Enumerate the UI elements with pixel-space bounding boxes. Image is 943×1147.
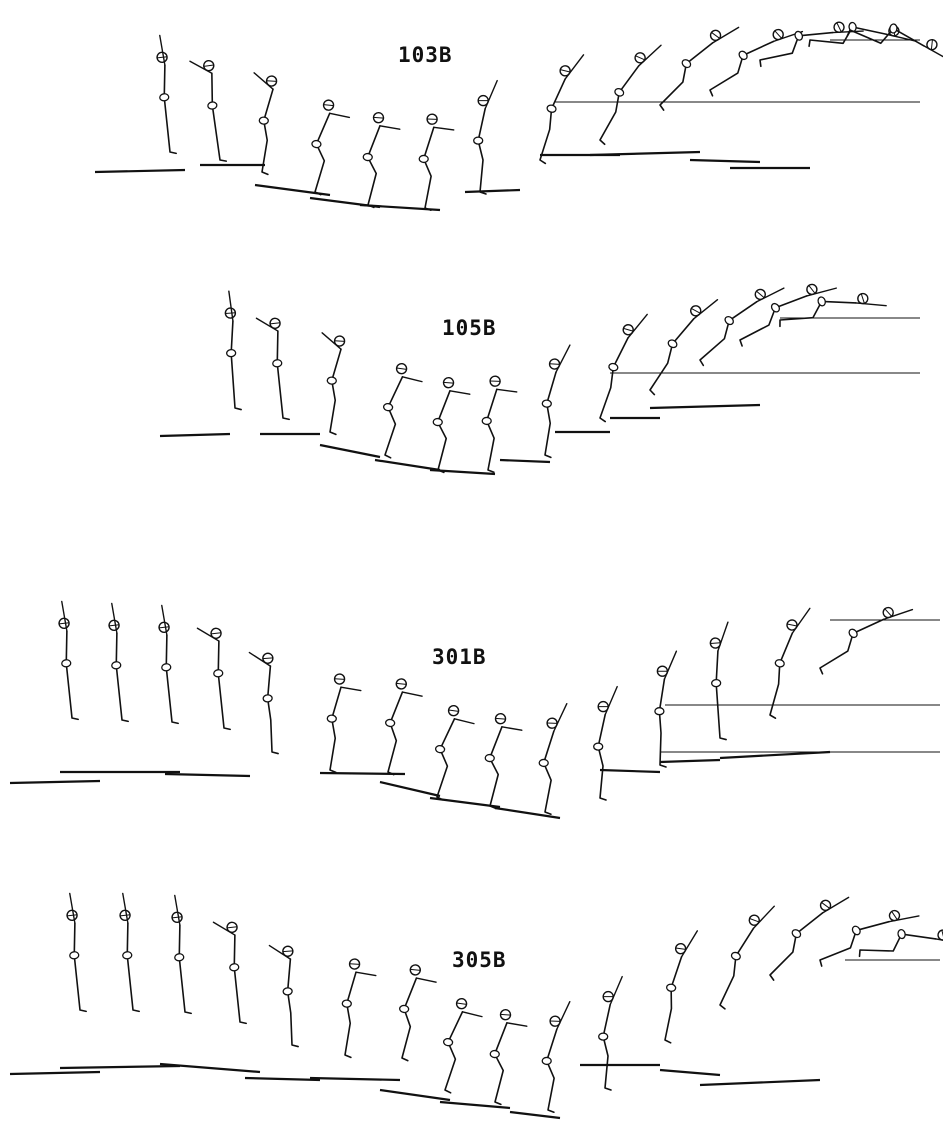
springboard-segment <box>245 1078 320 1080</box>
dive-label: 105B <box>442 316 497 340</box>
springboard-segment <box>465 190 520 192</box>
diver-stick-figure <box>324 673 362 773</box>
diver-stick-figure <box>653 12 739 117</box>
diver-stick-figure <box>655 651 677 767</box>
diver-stick-figure <box>417 114 454 211</box>
diver-stick-figure <box>307 99 351 197</box>
dive-label: 305B <box>452 948 507 972</box>
diver-stick-figure <box>733 267 836 355</box>
diver-stick-figure <box>540 1001 569 1113</box>
diver-stick-figure <box>155 605 179 725</box>
diver-stick-figure <box>430 377 471 474</box>
diver-stick-figure <box>105 603 129 723</box>
diver-stick-figure <box>594 687 618 800</box>
diver-stick-figure <box>247 73 277 175</box>
springboard-segment <box>495 808 560 818</box>
diver-stick-figure <box>394 964 437 1063</box>
diver-stick-figure <box>482 713 523 810</box>
diver-stick-figure <box>599 977 623 1090</box>
diver-stick-figure <box>537 703 566 815</box>
springboard-segment <box>380 1090 450 1100</box>
diver-stick-figure <box>153 35 177 155</box>
diver-stick-figure <box>480 376 517 473</box>
diver-stick-figure <box>707 622 736 740</box>
diver-stick-figure <box>713 898 774 1013</box>
springboard-segment <box>690 160 760 162</box>
springboard-segment <box>10 781 100 783</box>
diver-stick-figure <box>377 362 424 461</box>
diver-stick-figure <box>360 112 401 209</box>
diver-stick-figure <box>487 1009 528 1106</box>
diver-stick-figure <box>594 308 647 424</box>
diver-stick-figure <box>269 944 299 1048</box>
springboard-segment <box>510 1112 560 1118</box>
springboard-segment <box>720 752 830 758</box>
diver-stick-figure <box>213 920 247 1026</box>
diver-stick-figure <box>116 893 140 1013</box>
springboard-segment <box>600 770 660 772</box>
diver-stick-figure <box>249 651 279 755</box>
diver-stick-figure <box>55 601 79 721</box>
diver-stick-figure <box>643 289 717 400</box>
springboard-segment <box>660 760 720 762</box>
diver-stick-figure <box>437 997 484 1096</box>
springboard-segment <box>310 1078 400 1080</box>
diver-stick-figure <box>256 316 290 422</box>
springboard-segment <box>500 460 550 462</box>
diver-stick-figure <box>222 291 242 411</box>
diver-stick-figure <box>775 279 886 339</box>
springboard-segment <box>60 1066 180 1068</box>
springboard-segment <box>165 774 250 776</box>
diver-stick-figure <box>763 882 849 987</box>
springboard-segment <box>160 434 230 436</box>
springboard-segment <box>320 445 380 457</box>
panel-301b: 301B <box>10 590 940 818</box>
diver-stick-figure <box>429 704 476 803</box>
diver-stick-figure <box>534 49 584 166</box>
springboard-segment <box>160 1064 260 1072</box>
diver-stick-figure <box>539 343 570 458</box>
dive-label: 103B <box>398 43 453 67</box>
diver-stick-figure <box>754 5 863 78</box>
diver-stick-figure <box>168 895 192 1015</box>
springboard-segment <box>650 405 760 408</box>
diver-stick-figure <box>813 590 912 683</box>
diver-stick-figure <box>380 678 423 777</box>
diver-stick-figure <box>474 81 498 194</box>
diver-stick-figure <box>659 928 697 1045</box>
springboard-segment <box>700 1080 820 1085</box>
diver-stick-figure <box>339 958 377 1058</box>
springboard-segment <box>440 1102 510 1108</box>
springboard-segment <box>380 782 440 796</box>
springboard-segment <box>590 152 700 155</box>
springboard-segment <box>95 170 185 172</box>
diver-stick-figure <box>764 604 810 721</box>
panel-105b: 105B <box>160 267 920 474</box>
dive-label: 301B <box>432 645 487 669</box>
springboard-segment <box>375 460 440 470</box>
diver-stick-figure <box>315 333 345 435</box>
panel-103b: 103B <box>95 5 943 210</box>
diver-stick-figure <box>197 626 231 732</box>
springboard-segment <box>10 1072 100 1074</box>
diver-stick-figure <box>856 915 943 969</box>
diver-stick-figure <box>806 12 916 59</box>
diver-stick-figure <box>190 58 227 164</box>
diver-stick-figure <box>63 893 87 1013</box>
diver-stick-figure <box>703 12 802 105</box>
springboard-segment <box>660 1070 720 1075</box>
panel-305b: 305B <box>10 752 943 1118</box>
diver-stick-figure <box>593 36 661 149</box>
